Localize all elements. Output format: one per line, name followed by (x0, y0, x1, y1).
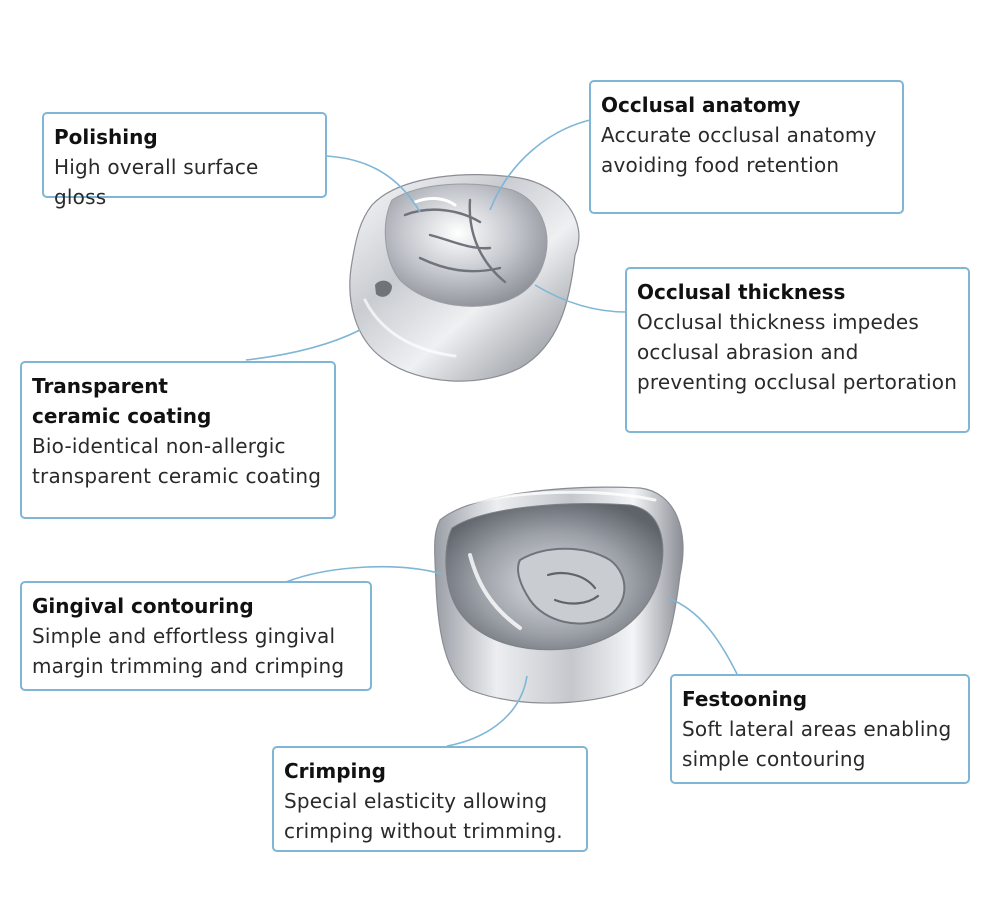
leader-gingival-contouring (285, 565, 443, 583)
top-crown (349, 174, 580, 382)
callout-title: Polishing (54, 125, 158, 149)
leader-occlusal-thickness (534, 284, 627, 313)
callout-title: Transparent ceramic coating (32, 374, 212, 428)
leader-transparent-coating (245, 329, 361, 361)
bottom-crown (434, 486, 684, 704)
callout-description: Occlusal thickness impedes occlusal abra… (637, 310, 958, 394)
callout-description: Accurate occlusal anatomy avoiding food … (601, 123, 877, 177)
callout-polishing: Polishing High overall surface gloss (42, 112, 327, 209)
callout-transparent-coating: Transparent ceramic coating Bio-identica… (20, 361, 336, 519)
callout-title: Festooning (682, 687, 808, 711)
callout-description: Special elasticity allowing crimping wit… (284, 789, 563, 843)
callout-description: Soft lateral areas enabling simple conto… (682, 717, 952, 771)
leader-lines (245, 119, 738, 747)
leader-crimping (446, 675, 528, 747)
leader-occlusal-anatomy (489, 119, 591, 211)
callout-festooning: Festooning Soft lateral areas enabling s… (670, 674, 970, 784)
callout-title: Occlusal anatomy (601, 93, 801, 117)
callout-description: Simple and effortless gingival margin tr… (32, 624, 345, 678)
callout-title: Gingival contouring (32, 594, 254, 618)
callout-occlusal-anatomy: Occlusal anatomy Accurate occlusal anato… (589, 80, 904, 214)
callout-gingival-contouring: Gingival contouring Simple and effortles… (20, 581, 372, 691)
callout-crimping: Crimping Special elasticity allowing cri… (272, 746, 588, 852)
callout-occlusal-thickness: Occlusal thickness Occlusal thickness im… (625, 267, 970, 433)
callout-description: Bio-identical non-allergic transparent c… (32, 434, 322, 488)
leader-festooning (667, 597, 738, 675)
leader-polishing (325, 155, 421, 213)
callout-title: Crimping (284, 759, 386, 783)
callout-title: Occlusal thickness (637, 280, 846, 304)
callout-description: High overall surface gloss (54, 155, 259, 209)
